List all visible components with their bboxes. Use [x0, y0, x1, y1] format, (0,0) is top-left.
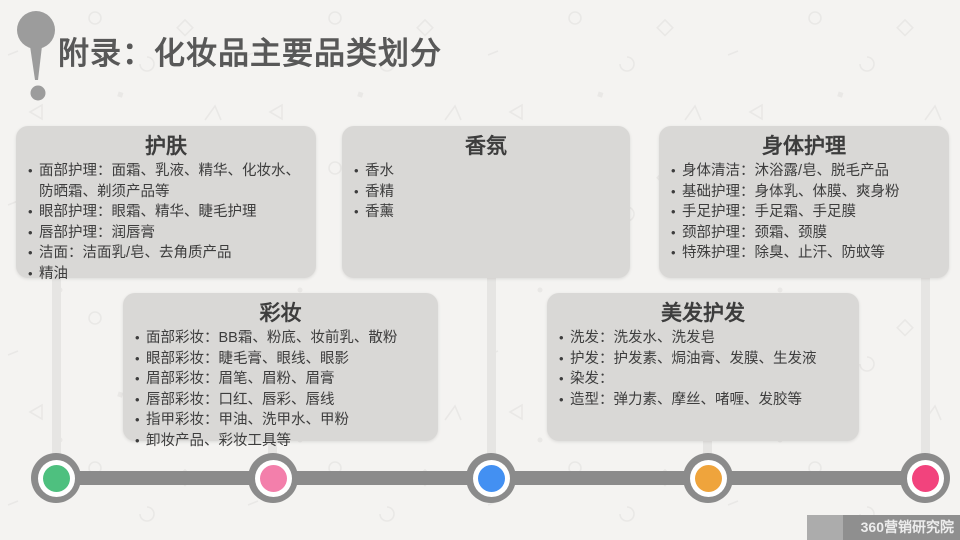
- category-title: 美发护发: [661, 302, 745, 325]
- timeline-dot-makeup: [259, 464, 287, 492]
- timeline-node-ring: [906, 459, 944, 497]
- timeline-dot-bodycare: [911, 464, 939, 492]
- category-box-haircare: 美发护发 洗发：洗发水、洗发皂护发：护发素、焗油膏、发膜、生发液染发：造型：弹力…: [547, 293, 859, 441]
- category-list: 面部彩妆：BB霜、粉底、妆前乳、散粉眼部彩妆：睫毛膏、眼线、眼影眉部彩妆：眉笔、…: [135, 328, 426, 451]
- timeline-dot-skincare: [42, 464, 70, 492]
- category-item: 洁面：洁面乳/皂、去角质产品: [28, 243, 304, 264]
- category-item: 基础护理：身体乳、体膜、爽身粉: [671, 182, 937, 203]
- category-item: 特殊护理：除臭、止汗、防蚊等: [671, 243, 937, 264]
- connector-skincare: [52, 272, 61, 470]
- timeline-node-ring: [689, 459, 727, 497]
- connector-bodycare: [921, 272, 930, 470]
- category-item: 精油: [28, 264, 304, 285]
- category-item: 香薰: [354, 202, 618, 223]
- timeline-dot-fragrance: [477, 464, 505, 492]
- timeline-node-haircare: [683, 453, 733, 503]
- category-item: 手足护理：手足霜、手足膜: [671, 202, 937, 223]
- category-list: 面部护理：面霜、乳液、精华、化妆水、防晒霜、剃须产品等眼部护理：眼霜、精华、睫毛…: [28, 161, 304, 284]
- category-item: 面部彩妆：BB霜、粉底、妆前乳、散粉: [135, 328, 426, 349]
- category-box-skincare: 护肤 面部护理：面霜、乳液、精华、化妆水、防晒霜、剃须产品等眼部护理：眼霜、精华…: [16, 126, 316, 284]
- timeline-node-bodycare: [900, 453, 950, 503]
- timeline-node-skincare: [31, 453, 81, 503]
- category-item: 护发：护发素、焗油膏、发膜、生发液: [559, 349, 847, 370]
- timeline-dot-haircare: [694, 464, 722, 492]
- category-title: 香氛: [465, 135, 507, 158]
- connector-makeup: [268, 432, 277, 472]
- category-item: 唇部护理：润唇膏: [28, 223, 304, 244]
- category-item: 眉部彩妆：眉笔、眉粉、眉膏: [135, 369, 426, 390]
- timeline-node-ring: [37, 459, 75, 497]
- category-item: 造型：弹力素、摩丝、啫喱、发胶等: [559, 390, 847, 411]
- connector-fragrance: [487, 272, 496, 470]
- category-item: 面部护理：面霜、乳液、精华、化妆水、防晒霜、剃须产品等: [28, 161, 304, 202]
- category-item: 眼部护理：眼霜、精华、睫毛护理: [28, 202, 304, 223]
- timeline-node-makeup: [248, 453, 298, 503]
- category-title: 身体护理: [762, 135, 846, 158]
- category-item: 香水: [354, 161, 618, 182]
- footer-brand: 360营销研究院: [843, 515, 960, 540]
- category-list: 洗发：洗发水、洗发皂护发：护发素、焗油膏、发膜、生发液染发：造型：弹力素、摩丝、…: [559, 328, 847, 410]
- category-item: 唇部彩妆：口红、唇彩、唇线: [135, 390, 426, 411]
- timeline-node-ring: [472, 459, 510, 497]
- category-item: 指甲彩妆：甲油、洗甲水、甲粉: [135, 410, 426, 431]
- category-title: 彩妆: [259, 302, 302, 325]
- exclamation-pin-icon: [17, 11, 55, 101]
- category-box-makeup: 彩妆 面部彩妆：BB霜、粉底、妆前乳、散粉眼部彩妆：睫毛膏、眼线、眼影眉部彩妆：…: [123, 293, 438, 451]
- category-item: 洗发：洗发水、洗发皂: [559, 328, 847, 349]
- footer-accent-square: [807, 515, 843, 540]
- connector-haircare: [703, 432, 712, 472]
- category-item: 染发：: [559, 369, 847, 390]
- category-list: 香水香精香薰: [354, 161, 618, 223]
- category-item: 眼部彩妆：睫毛膏、眼线、眼影: [135, 349, 426, 370]
- category-list: 身体清洁：沐浴露/皂、脱毛产品基础护理：身体乳、体膜、爽身粉手足护理：手足霜、手…: [671, 161, 937, 264]
- category-item: 香精: [354, 182, 618, 203]
- category-item: 颈部护理：颈霜、颈膜: [671, 223, 937, 244]
- category-item: 身体清洁：沐浴露/皂、脱毛产品: [671, 161, 937, 182]
- timeline-node-ring: [254, 459, 292, 497]
- category-item: 卸妆产品、彩妆工具等: [135, 431, 426, 452]
- category-box-bodycare: 身体护理 身体清洁：沐浴露/皂、脱毛产品基础护理：身体乳、体膜、爽身粉手足护理：…: [659, 126, 949, 278]
- timeline-node-fragrance: [466, 453, 516, 503]
- page-title: 附录：化妆品主要品类划分: [58, 36, 442, 71]
- category-box-fragrance: 香氛 香水香精香薰: [342, 126, 630, 278]
- category-title: 护肤: [145, 135, 187, 158]
